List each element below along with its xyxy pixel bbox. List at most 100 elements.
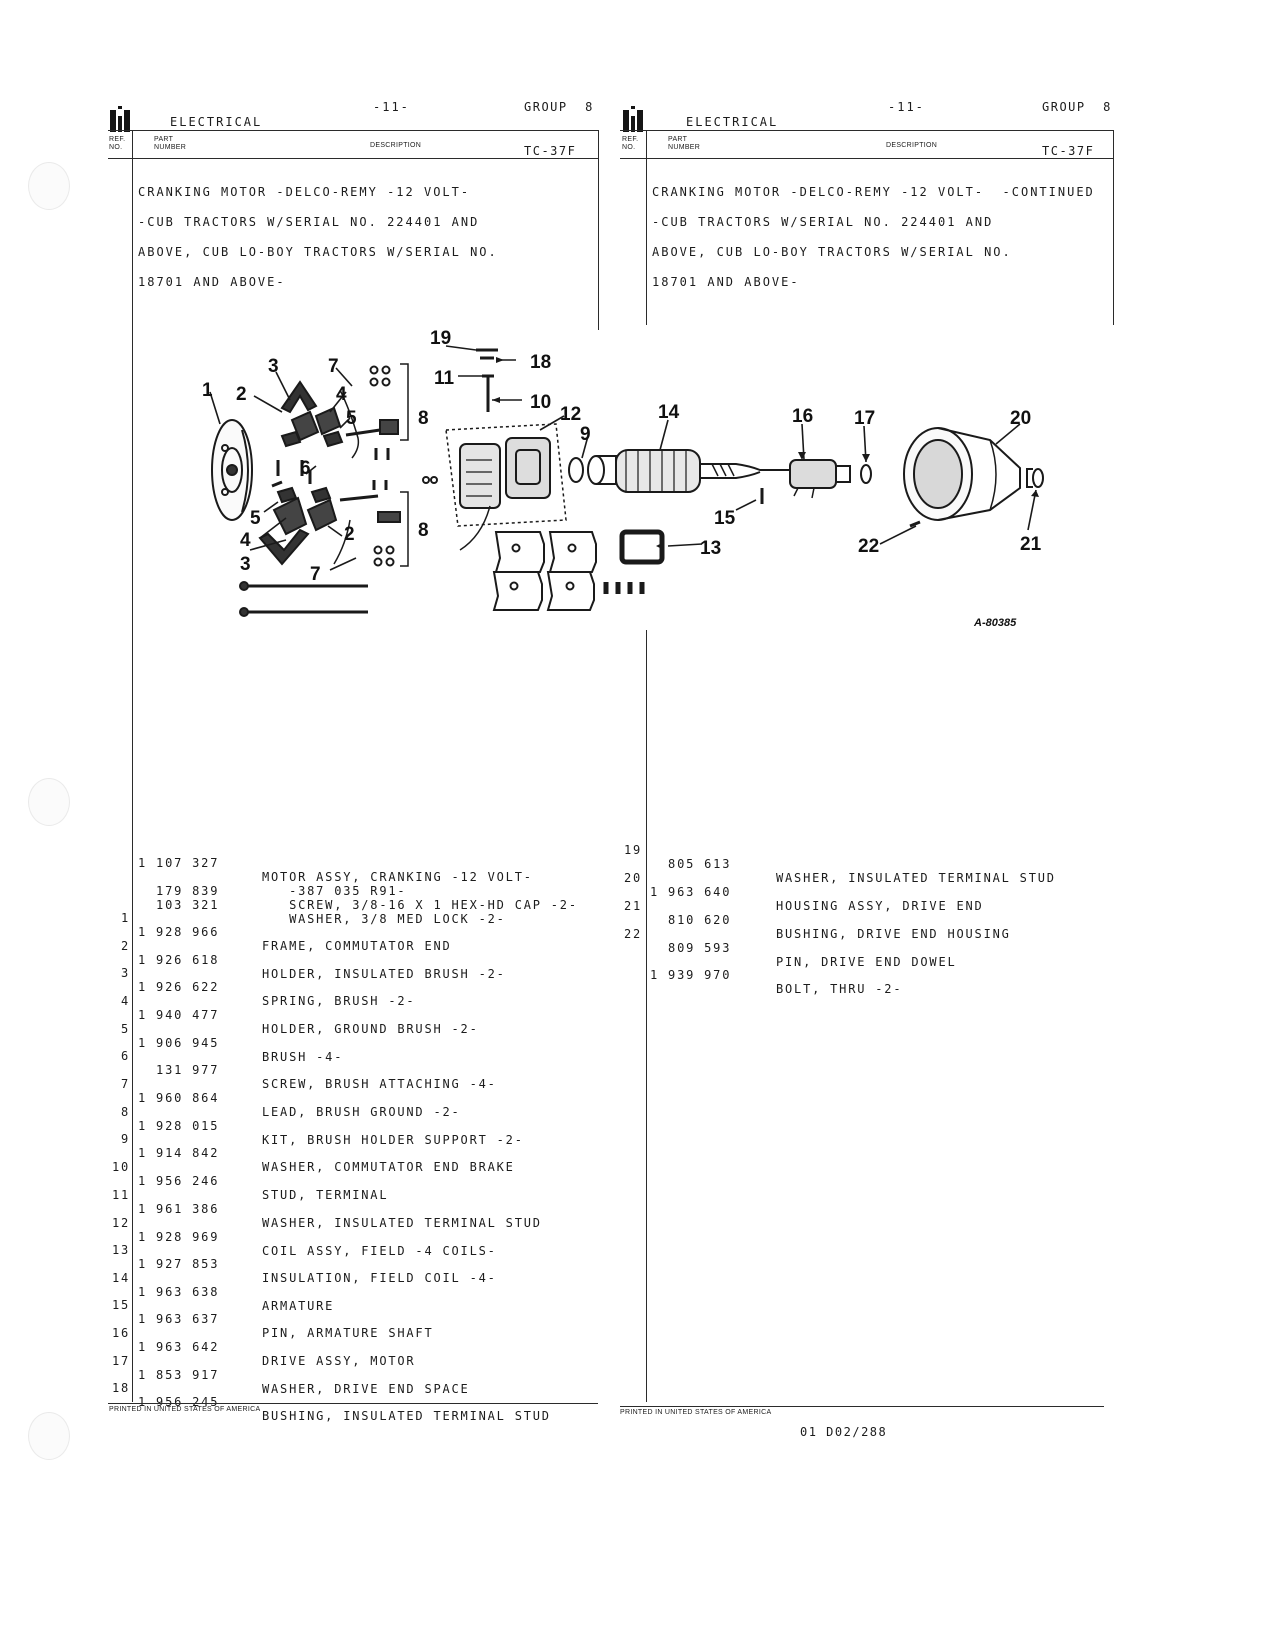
- left-footer-rule: [108, 1403, 598, 1404]
- table-row: 20 1 963 640 HOUSING ASSY, DRIVE END: [623, 871, 984, 913]
- commutator-end-frame: [211, 419, 253, 521]
- table-row: 15 1 963 637 PIN, ARMATURE SHAFT: [111, 1298, 434, 1340]
- right-col-ref: REF. NO.: [622, 136, 639, 151]
- table-row: 22 809 593 PIN, DRIVE END DOWEL: [623, 927, 957, 969]
- table-row: 14 1 963 638 ARMATURE: [111, 1271, 335, 1313]
- left-col-ref: REF. NO.: [109, 136, 126, 151]
- right-heading-line-4: 18701 AND ABOVE-: [652, 275, 800, 289]
- callout-2-lower: 2: [344, 524, 355, 545]
- left-section-title: ELECTRICAL: [170, 115, 263, 129]
- left-header-rule: [108, 130, 598, 131]
- left-page-number: -11-: [373, 100, 410, 114]
- table-row: 1 1 928 966 FRAME, COMMUTATOR END: [120, 911, 452, 953]
- table-row: 1 939 970 BOLT, THRU -2-: [650, 968, 903, 996]
- left-header-bottom-rule: [108, 158, 598, 159]
- table-row: 19 805 613 WASHER, INSULATED TERMINAL ST…: [623, 843, 1056, 885]
- table-row: 6 131 977 SCREW, BRUSH ATTACHING -4-: [120, 1049, 497, 1091]
- drive-end-housing: [903, 427, 1021, 521]
- table-row: 7 1 960 864 LEAD, BRUSH GROUND -2-: [120, 1077, 461, 1119]
- exploded-diagram: 1 2 3 7 4 5 8 6 5 4 3 2 7 8 19 18 11 10 …: [202, 328, 1044, 629]
- callout-6: 6: [300, 458, 311, 479]
- right-desc-divider: [1113, 130, 1114, 325]
- callout-4-lower: 4: [240, 530, 251, 551]
- right-heading-line-2: -CUB TRACTORS W/SERIAL NO. 224401 AND: [652, 215, 994, 229]
- callout-3-lower: 3: [240, 554, 251, 575]
- right-code: TC-37F: [1042, 144, 1095, 158]
- right-header-rule: [620, 130, 1114, 131]
- page-code: 01 D02/288: [800, 1425, 888, 1439]
- table-row: -387 035 R91-: [262, 884, 407, 898]
- punch-hole-top: [28, 162, 70, 210]
- punch-hole-bottom: [28, 1412, 70, 1460]
- left-group-label: GROUP 8: [524, 100, 594, 114]
- table-row: 18 1 956 245 BUSHING, INSULATED TERMINAL…: [111, 1381, 551, 1423]
- left-heading: CRANKING MOTOR -DELCO-REMY -12 VOLT- -CU…: [138, 170, 498, 305]
- callout-21: 21: [1020, 534, 1042, 555]
- punch-hole-middle: [28, 778, 70, 826]
- field-coil-insulation: [492, 531, 645, 611]
- table-row: 1 107 327 MOTOR ASSY, CRANKING -12 VOLT-: [138, 856, 533, 884]
- table-row: 16 1 963 642 DRIVE ASSY, MOTOR: [111, 1326, 416, 1368]
- left-desc-divider: [598, 130, 599, 330]
- callout-10: 10: [530, 392, 551, 413]
- callout-1: 1: [202, 380, 213, 401]
- left-ref-divider: [132, 130, 133, 1402]
- callout-3: 3: [268, 356, 279, 377]
- table-row: 179 839 SCREW, 3/8-16 X 1 HEX-HD CAP -2-: [138, 884, 578, 912]
- right-heading: CRANKING MOTOR -DELCO-REMY -12 VOLT- -CO…: [652, 170, 1095, 305]
- table-row: 9 1 914 842 WASHER, COMMUTATOR END BRAKE: [120, 1132, 515, 1174]
- right-page-number: -11-: [888, 100, 925, 114]
- left-heading-line-3: ABOVE, CUB LO-BOY TRACTORS W/SERIAL NO.: [138, 245, 498, 259]
- right-heading-line-3: ABOVE, CUB LO-BOY TRACTORS W/SERIAL NO.: [652, 245, 1012, 259]
- callout-12: 12: [560, 404, 581, 425]
- callout-20: 20: [1010, 408, 1031, 429]
- table-row: 8 1 928 015 KIT, BRUSH HOLDER SUPPORT -2…: [120, 1105, 524, 1147]
- right-section-title: ELECTRICAL: [686, 115, 779, 129]
- table-row: 10 1 956 246 STUD, TERMINAL: [111, 1160, 389, 1202]
- callout-16: 16: [792, 406, 813, 427]
- callout-5-lower: 5: [250, 508, 261, 529]
- callout-14: 14: [658, 402, 680, 423]
- left-code: TC-37F: [524, 144, 577, 158]
- callout-4: 4: [336, 384, 347, 405]
- right-ref-divider-lower: [646, 630, 647, 1402]
- table-row: 2 1 926 618 HOLDER, INSULATED BRUSH -2-: [120, 939, 506, 981]
- table-row: 12 1 928 969 COIL ASSY, FIELD -4 COILS-: [111, 1216, 497, 1258]
- table-row: 21 810 620 BUSHING, DRIVE END HOUSING: [623, 899, 1011, 941]
- table-row: 103 321 WASHER, 3/8 MED LOCK -2-: [138, 898, 506, 926]
- field-coil-assembly: [445, 423, 567, 551]
- table-row: 3 1 926 622 SPRING, BRUSH -2-: [120, 966, 416, 1008]
- right-header-bottom-rule: [620, 158, 1114, 159]
- callout-11: 11: [434, 368, 455, 389]
- callout-13: 13: [700, 538, 721, 559]
- callout-17: 17: [854, 408, 875, 429]
- callout-7: 7: [328, 356, 339, 377]
- right-ref-divider: [646, 130, 647, 325]
- right-footer-text: PRINTED IN UNITED STATES OF AMERICA: [620, 1409, 772, 1416]
- table-row: 13 1 927 853 INSULATION, FIELD COIL -4-: [111, 1243, 497, 1285]
- callout-18: 18: [530, 352, 551, 373]
- callout-9: 9: [580, 424, 591, 445]
- callout-22: 22: [858, 536, 879, 557]
- left-heading-line-2: -CUB TRACTORS W/SERIAL NO. 224401 AND: [138, 215, 480, 229]
- table-row: 11 1 961 386 WASHER, INSULATED TERMINAL …: [111, 1188, 542, 1230]
- right-heading-line-1: CRANKING MOTOR -DELCO-REMY -12 VOLT- -CO…: [652, 185, 1095, 199]
- right-group-label: GROUP 8: [1042, 100, 1112, 114]
- table-row: 4 1 940 477 HOLDER, GROUND BRUSH -2-: [120, 994, 479, 1036]
- callout-8-lower: 8: [418, 520, 429, 541]
- figure-id: A-80385: [973, 617, 1017, 629]
- left-col-desc: DESCRIPTION: [370, 142, 422, 149]
- callout-19: 19: [430, 328, 451, 349]
- table-row: 17 1 853 917 WASHER, DRIVE END SPACE: [111, 1354, 470, 1396]
- table-row: 5 1 906 945 BRUSH -4-: [120, 1022, 344, 1064]
- callout-2: 2: [236, 384, 247, 405]
- drive-assembly: [789, 459, 851, 499]
- right-footer-rule: [620, 1406, 1104, 1407]
- right-col-desc: DESCRIPTION: [886, 142, 938, 149]
- callout-8: 8: [418, 408, 429, 429]
- left-footer-text: PRINTED IN UNITED STATES OF AMERICA: [109, 1406, 261, 1413]
- callout-5: 5: [346, 408, 357, 429]
- callout-7-lower: 7: [310, 564, 321, 585]
- left-col-part: PART NUMBER: [154, 136, 187, 151]
- ih-logo-icon: [623, 106, 645, 132]
